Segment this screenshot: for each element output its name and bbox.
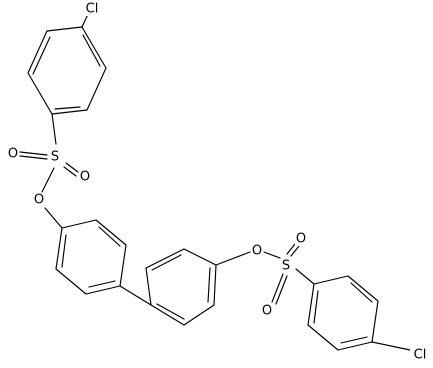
atom-cl-top: Cl — [82, 2, 102, 17]
atom-label-cl-bottom: Cl — [414, 348, 427, 363]
bond-s-o-top-right-2 — [63, 166, 77, 177]
atom-label-o-top-ester: O — [34, 193, 44, 208]
atom-label-s-bottom: S — [282, 259, 290, 274]
bond-s-o-bottom-up-1 — [286, 243, 296, 255]
bond-o-s-bottom-ester — [263, 251, 281, 259]
bottom-chlorophenyl-ring — [307, 275, 379, 351]
bond-s-o-top-left-1 — [19, 151, 48, 156]
atom-s-top: S — [49, 150, 61, 165]
bond-s-o-top-right-1 — [65, 162, 79, 173]
atom-cl-bottom: Cl — [410, 348, 430, 363]
atom-o-top-ester: O — [33, 193, 45, 208]
atom-label-s-top: S — [51, 150, 59, 165]
bond-ring-o-bottom-ester — [215, 251, 251, 266]
atom-label-cl-top: Cl — [86, 2, 99, 17]
bond-s-o-bottom-up-2 — [290, 245, 300, 257]
atom-label-o-top-a: O — [8, 147, 18, 162]
bond-ring-cl-bottom — [371, 341, 411, 351]
atom-o-bottom-b: O — [261, 304, 273, 319]
bond-s-o-bottom-down-2 — [275, 275, 288, 305]
bond-s-o-bottom-down-1 — [271, 273, 284, 303]
biphenyl-left-ring — [55, 219, 127, 295]
bond-s-o-top-left-2 — [19, 155, 48, 160]
bond-ring-s-top — [51, 113, 57, 145]
atom-label-o-top-b: O — [80, 170, 90, 185]
bond-o-ring-top-ester — [44, 207, 63, 229]
bond-s-o-top-ester — [41, 167, 55, 193]
atom-o-top-b: O — [79, 170, 91, 185]
atom-s-bottom: S — [280, 259, 292, 274]
bond-ring-cl-top — [81, 13, 89, 28]
biphenyl-right-ring — [145, 248, 217, 326]
top-chlorophenyl-ring — [27, 26, 107, 115]
atom-label-o-bottom-a: O — [296, 232, 306, 247]
bond-s-ring-bottom — [295, 268, 315, 285]
bond-biphenyl-link — [119, 285, 152, 306]
atom-o-bottom-ester: O — [251, 244, 263, 259]
atom-label-o-bottom-ester: O — [252, 244, 262, 259]
atom-label-o-bottom-b: O — [262, 304, 272, 319]
atom-o-bottom-a: O — [295, 232, 307, 247]
atom-o-top-a: O — [7, 147, 19, 162]
